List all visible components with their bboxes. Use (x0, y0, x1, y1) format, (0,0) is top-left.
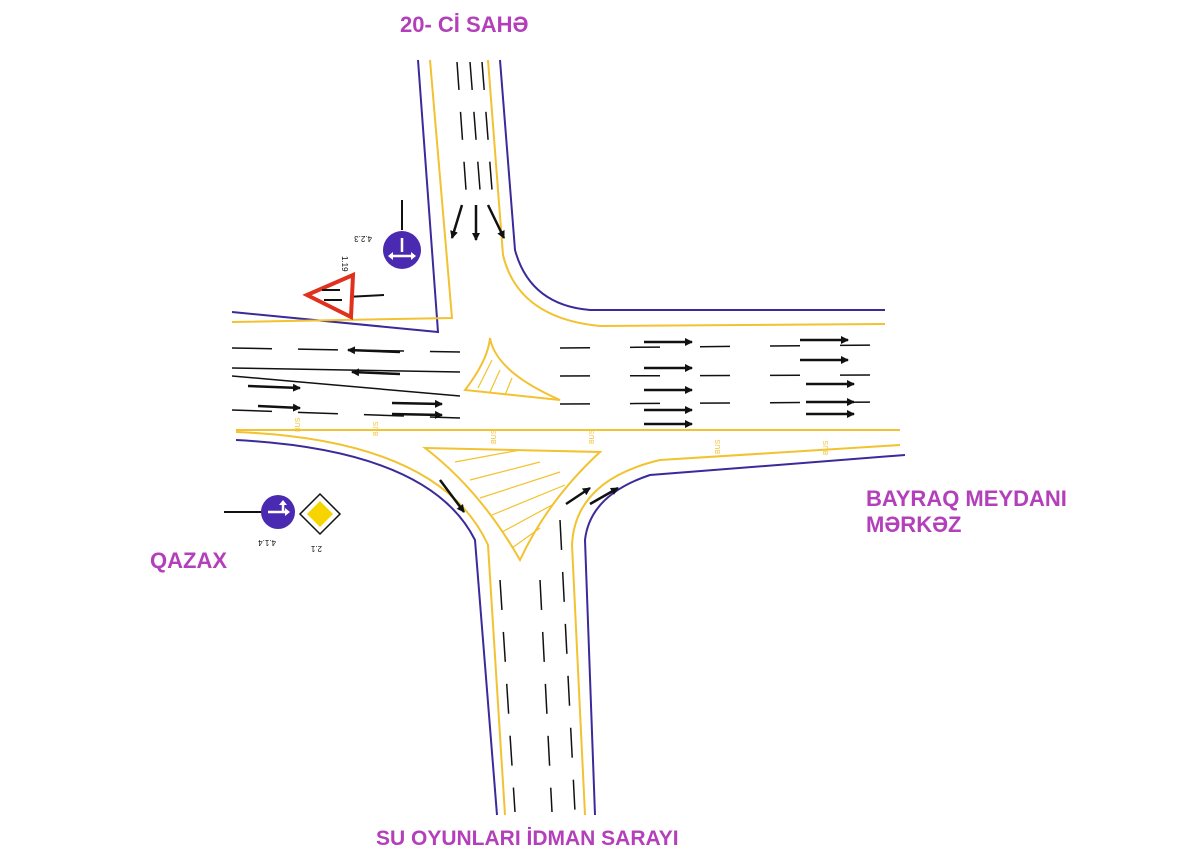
road-sign-1-19: 1.19 (302, 256, 385, 321)
arrow-up-right-icon (589, 486, 619, 506)
arrow-up-right-icon (565, 486, 591, 506)
traffic-island-north (463, 337, 561, 401)
destination-east-line2: MƏRKƏZ (866, 512, 962, 538)
bus-marking: BUS (373, 421, 380, 436)
arrow-right-icon (247, 383, 301, 392)
traffic-island-south (421, 446, 603, 563)
lane-markings (231, 61, 881, 813)
bus-marking: BUS (295, 417, 302, 432)
arrow-left-icon (347, 346, 401, 355)
arrow-right-icon (391, 410, 443, 419)
destination-east-label: BAYRAQ MEYDANI MƏRKƏZ (866, 486, 1067, 539)
road-curb-lines (231, 59, 901, 816)
bus-marking: BUS (715, 439, 722, 454)
arrow-down-right-icon (439, 479, 465, 513)
arrow-left-icon (450, 204, 464, 239)
sign-code-label: 4.2.3 (354, 234, 372, 243)
sign-code-label: 2.1 (310, 544, 322, 553)
lane-arrows (247, 204, 855, 513)
destination-east-line1: BAYRAQ MEYDANI (866, 486, 1067, 511)
road-outer-edges (231, 59, 906, 816)
destination-west-label: QAZAX (150, 548, 227, 573)
road-sign-2-1: 2.1 (298, 492, 342, 553)
bus-marking: BUS (823, 440, 830, 455)
arrow-left-icon (351, 368, 401, 377)
bus-lane-markings: BUS BUS BUS BUS BUS BUS (295, 417, 830, 455)
bus-marking: BUS (491, 429, 498, 444)
arrow-right-icon (486, 204, 506, 239)
sign-code-label: 4.1.4 (258, 538, 276, 547)
road-sign-4-1-4: 4.1.4 (224, 495, 295, 547)
destination-north-label: 20- Cİ SAHƏ (400, 12, 529, 37)
road-sign-4-2-3: 4.2.3 (354, 200, 421, 269)
destination-south-label: SU OYUNLARI İDMAN SARAYI (376, 827, 679, 850)
sign-code-label: 1.19 (340, 256, 349, 272)
bus-marking: BUS (589, 429, 596, 444)
arrow-right-icon (257, 403, 301, 412)
arrow-right-icon (391, 399, 443, 408)
